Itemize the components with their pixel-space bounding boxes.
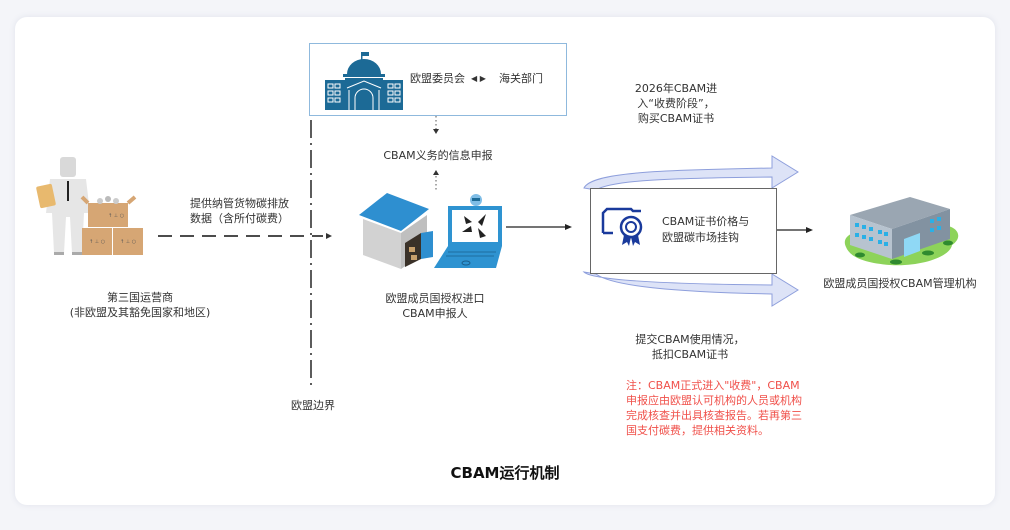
operator-person-icon: ↑ ⊥ ○ ↑ ⊥ ○ ↑ ⊥ ○ xyxy=(36,157,143,255)
parliament-building-icon xyxy=(325,52,403,110)
customs-label: 海关部门 xyxy=(499,72,543,85)
dotted-arrow-down xyxy=(433,116,439,134)
laptop-to-box-arrow xyxy=(506,224,572,230)
certificate-box-line1: CBAM证书价格与 xyxy=(662,215,750,228)
bidirectional-arrow-icon: ◀ ▶ xyxy=(471,74,486,83)
eu-border-label: 欧盟边界 xyxy=(291,399,335,412)
svg-text:↑ ⊥ ○: ↑ ⊥ ○ xyxy=(120,239,136,245)
operator-label-line1: 第三国运营商 xyxy=(107,291,173,304)
declarant-label-line1: 欧盟成员国授权进口 xyxy=(385,292,485,305)
box-to-authority-arrow xyxy=(777,227,813,233)
purchase-label-line3: 购买CBAM证书 xyxy=(637,112,715,125)
certificate-icon xyxy=(601,207,643,246)
laptop-icon xyxy=(434,194,502,268)
declarant-label-line2: CBAM申报人 xyxy=(402,307,468,320)
purchase-label-line1: 2026年CBAM进 xyxy=(634,82,718,95)
submit-label-line2: 抵扣CBAM证书 xyxy=(651,348,729,361)
data-submission-label-line2: 数据（含所付碳费） xyxy=(190,212,289,225)
eu-border-line xyxy=(310,120,312,385)
commission-label: 欧盟委员会 xyxy=(410,72,465,85)
office-building-icon xyxy=(844,197,959,266)
authority-label: 欧盟成员国授权CBAM管理机构 xyxy=(823,277,977,290)
submit-flow-arrow xyxy=(582,271,799,307)
certificate-box-line2: 欧盟碳市场挂钩 xyxy=(662,231,739,244)
svg-text:↑ ⊥ ○: ↑ ⊥ ○ xyxy=(89,239,105,245)
operator-label-line2: (非欧盟及其豁免国家和地区) xyxy=(69,306,211,319)
note-line3: 完成核查并出具核查报告。若再第三 xyxy=(626,409,802,422)
note-line2: 申报应由欧盟认可机构的人员或机构 xyxy=(626,394,802,407)
svg-text:↑ ⊥ ○: ↑ ⊥ ○ xyxy=(108,213,124,219)
note-line1: 注：CBAM正式进入"收费"，CBAM xyxy=(626,379,800,392)
data-submission-dashed-arrow xyxy=(158,233,332,239)
note-line4: 国支付碳费，提供相关资料。 xyxy=(626,424,769,437)
purchase-label-line2: 入“收费阶段”， xyxy=(637,97,715,110)
dotted-arrow-up xyxy=(433,170,439,190)
info-declaration-label: CBAM义务的信息申报 xyxy=(383,149,493,162)
warehouse-icon xyxy=(359,193,433,269)
data-submission-label-line1: 提供纳管货物碳排放 xyxy=(190,197,289,210)
diagram-title: CBAM运行机制 xyxy=(450,464,560,482)
submit-label-line1: 提交CBAM使用情况， xyxy=(635,333,745,346)
purchase-flow-arrow xyxy=(583,155,799,191)
